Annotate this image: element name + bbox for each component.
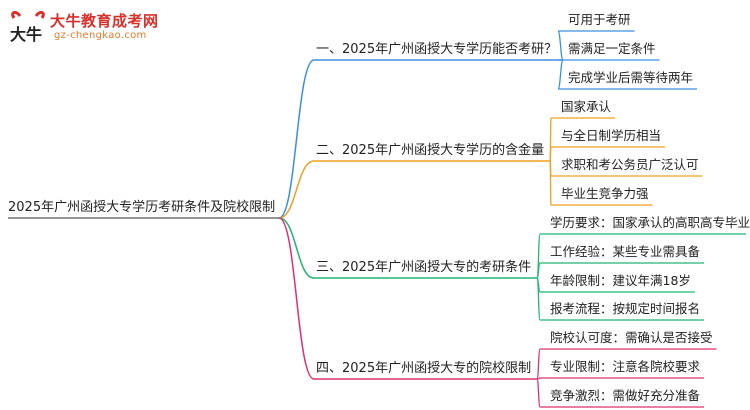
branch-1-leaf-1-link (557, 30, 635, 61)
branch-4-label: 四、2025年广州函授大专的院校限制 (316, 361, 532, 376)
branch-4-leaf-1: 院校认可度：需确认是否接受 (550, 330, 713, 345)
branch-3-leaf-4: 报考流程：按规定时间报名 (550, 301, 701, 316)
branch-2-leaf-1: 国家承认 (561, 99, 612, 114)
branch-1-link (278, 59, 564, 219)
branch-3-label: 三、2025年广州函授大专的考研条件 (316, 260, 532, 275)
branch-2-leaf-2: 与全日制学历相当 (561, 128, 662, 143)
branch-4-leaf-1-link (536, 348, 717, 380)
branch-3-link (278, 217, 538, 279)
branch-3-leaf-2-link (536, 262, 705, 279)
branch-1-leaf-3-link (557, 59, 698, 90)
branch-2-label: 二、2025年广州函授大专学历的含金量 (316, 143, 545, 158)
branch-3-leaf-1: 学历要求：国家承认的高职高专毕业证书 (550, 215, 750, 230)
branch-3-leaf-2: 工作经验：某些专业需具备 (550, 244, 701, 259)
branch-1-label: 一、2025年广州函授大专学历能否考研？ (316, 42, 558, 57)
branch-4-leaf-2: 专业限制：注意各院校要求 (550, 359, 701, 374)
logo-title: 大牛教育成考网 (50, 12, 159, 30)
branch-2-leaf-3: 求职和考公务员广泛认可 (561, 157, 699, 172)
branch-3-leaf-4-link (536, 277, 705, 321)
branch-4-link (278, 217, 538, 380)
branch-1-leaf-1: 可用于考研 (568, 12, 631, 27)
logo-url: gz-chengkao.com (54, 30, 147, 41)
branch-1-leaf-2: 需满足一定条件 (568, 41, 656, 56)
branch-2-link (278, 160, 551, 219)
branch-2-leaf-4-link (549, 160, 653, 206)
branch-2-leaf-4: 毕业生竞争力强 (561, 186, 649, 201)
branch-4-leaf-3-link (536, 378, 705, 408)
branch-4-leaf-3: 竞争激烈：需做好充分准备 (550, 388, 701, 403)
branch-1-leaf-3: 完成学业后需等待两年 (568, 70, 694, 85)
bull-logo-icon: 大牛 (10, 10, 45, 44)
mindmap-root: 2025年广州函授大专学历考研条件及院校限制 (8, 200, 276, 215)
site-logo[interactable]: 大牛 大牛教育成考网 gz-chengkao.com (6, 8, 176, 48)
logo-mark-text: 大牛 (10, 25, 42, 44)
branch-3-leaf-3: 年龄限制：建议年满18岁 (550, 273, 691, 288)
